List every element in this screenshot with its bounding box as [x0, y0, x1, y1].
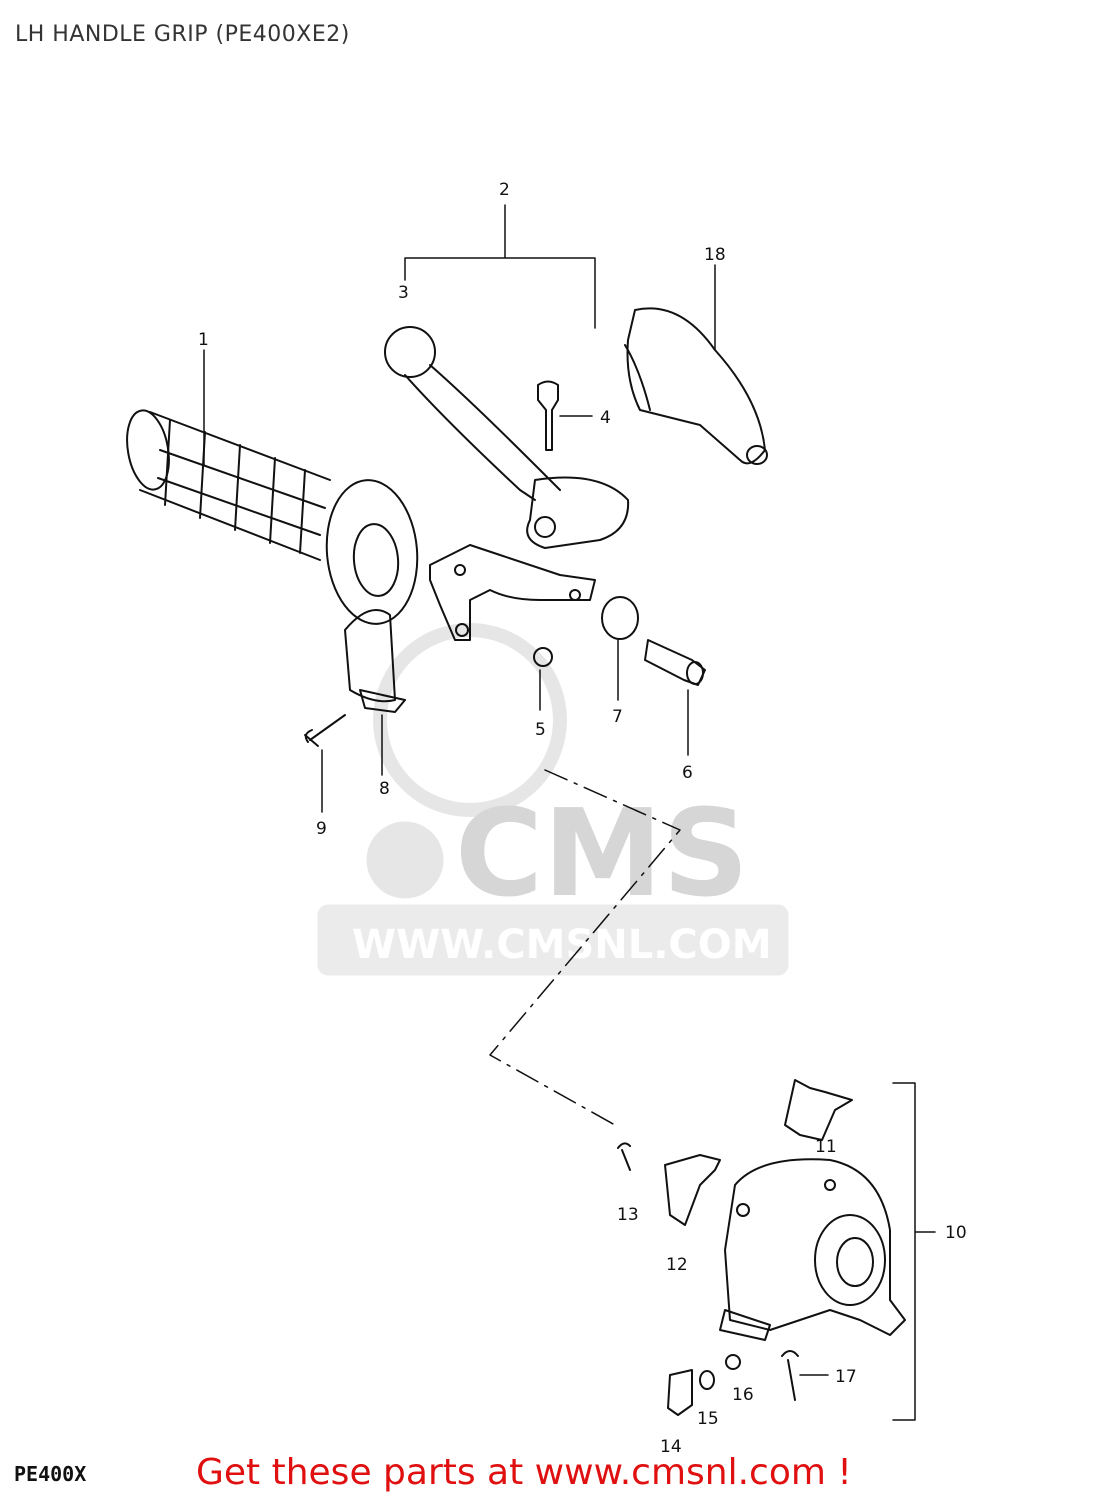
callout-1: 1: [198, 330, 209, 350]
callout-4: 4: [600, 408, 611, 428]
callout-5: 5: [535, 720, 546, 740]
part-grip: [126, 409, 419, 625]
part-switch-knob-upper: [784, 1079, 853, 1141]
callout-labels: 1 2 3 4 5 6 7 8 9 10 11 12 13 14 15 16 1…: [198, 180, 967, 1457]
part-16: [725, 1354, 741, 1370]
parts-line-art: [126, 204, 936, 1421]
callout-3: 3: [398, 283, 409, 303]
part-lever: [384, 326, 630, 549]
page-title: LH HANDLE GRIP (PE400XE2): [15, 22, 350, 47]
leader-lines: [203, 204, 936, 1421]
part-nut: [533, 647, 553, 667]
watermark-url: WWW.CMSNL.COM: [352, 922, 772, 968]
callout-9: 9: [316, 819, 327, 839]
callout-13: 13: [617, 1205, 639, 1225]
part-spring: [699, 1370, 715, 1390]
watermark: CMS WWW.CMSNL.COM: [317, 623, 789, 976]
callout-2: 2: [499, 180, 510, 200]
part-switch-knob-lower: [664, 1154, 721, 1226]
part-housing-screw: [781, 1350, 799, 1401]
callout-14: 14: [660, 1437, 682, 1457]
part-locknut: [601, 596, 639, 640]
part-cable-adjuster: [644, 639, 706, 686]
callout-16: 16: [732, 1385, 754, 1405]
part-switch-housing: [719, 1158, 906, 1341]
callout-18: 18: [704, 245, 726, 265]
callout-10: 10: [945, 1223, 967, 1243]
model-code: PE400X: [14, 1462, 87, 1486]
cta-link[interactable]: Get these parts at www.cmsnl.com !: [196, 1452, 852, 1493]
callout-7: 7: [612, 707, 623, 727]
part-lever-holder: [429, 544, 596, 641]
part-clamp: [344, 609, 406, 713]
callout-15: 15: [697, 1409, 719, 1429]
part-screw: [304, 714, 346, 747]
callout-11: 11: [815, 1137, 837, 1157]
callout-6: 6: [682, 763, 693, 783]
watermark-logo: CMS: [455, 785, 749, 924]
part-switch-screw: [617, 1142, 631, 1171]
part-lever-cover: [624, 307, 768, 465]
part-pivot-bolt: [537, 380, 559, 451]
callout-17: 17: [835, 1367, 857, 1387]
callout-12: 12: [666, 1255, 688, 1275]
callout-8: 8: [379, 779, 390, 799]
part-button: [667, 1369, 693, 1416]
